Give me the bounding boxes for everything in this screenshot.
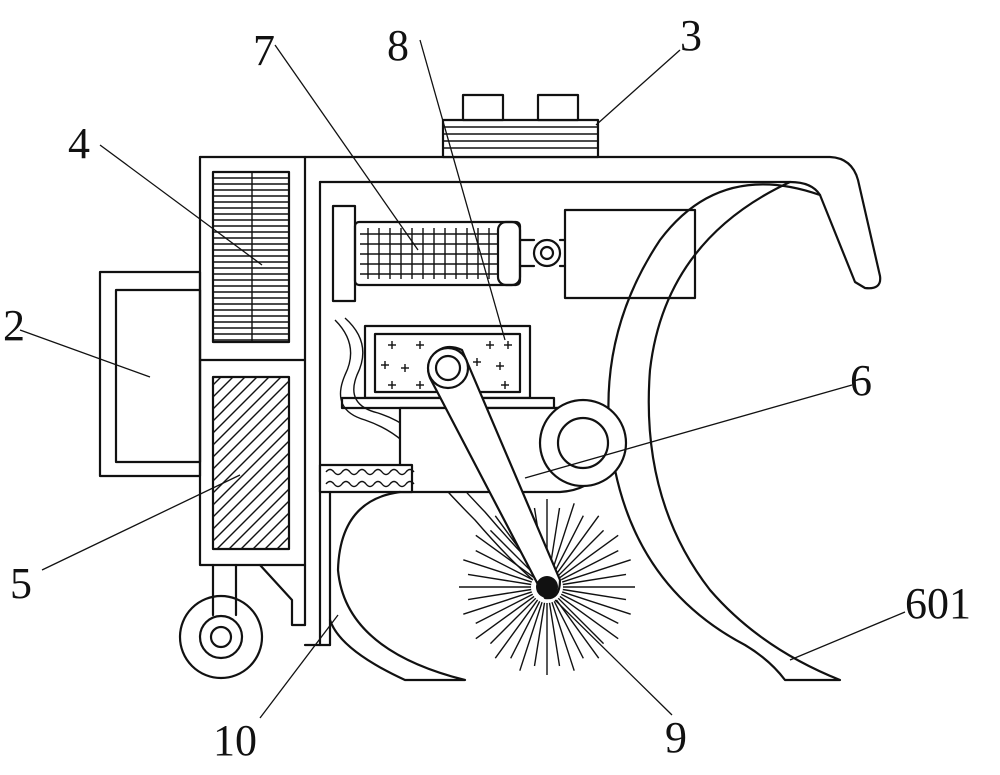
label-10: 10 — [213, 716, 257, 765]
wheel — [178, 563, 264, 680]
label-9: 9 — [665, 713, 687, 762]
battery-part-5 — [211, 375, 291, 551]
label-5: 5 — [10, 559, 32, 608]
label-4: 4 — [68, 119, 90, 168]
main-housing — [198, 155, 882, 647]
brush-part-9 — [426, 345, 635, 675]
label-8: 8 — [387, 21, 409, 70]
grille-part-4 — [211, 170, 291, 344]
reference-labels: 2 3 4 5 6 7 8 9 10 601 — [3, 11, 971, 765]
label-6: 6 — [850, 356, 872, 405]
scraper-part-10 — [318, 463, 467, 682]
brush-hub — [536, 576, 558, 598]
label-601: 601 — [905, 579, 971, 628]
leader-lines — [19, 39, 906, 719]
label-3: 3 — [680, 11, 702, 60]
top-mount-part-3 — [441, 93, 600, 159]
label-2: 2 — [3, 301, 25, 350]
side-box-part-2 — [98, 270, 202, 478]
motor-part-7 — [331, 204, 697, 303]
label-7: 7 — [253, 26, 275, 75]
